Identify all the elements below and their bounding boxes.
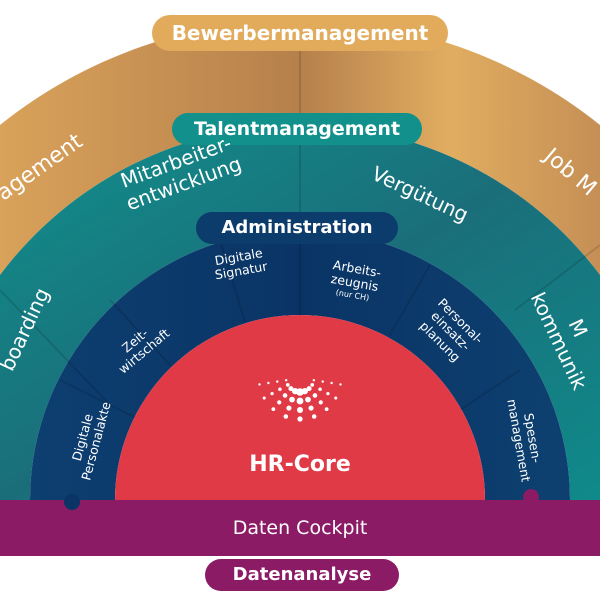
logo-dot [311,414,317,419]
talentmanagement-pill: Talentmanagement [172,113,422,145]
logo-dot [277,400,282,405]
logo-dot [270,391,274,396]
logo-dot [326,391,330,396]
hr-core-label: HR-Core [249,452,351,477]
logo-dot [339,383,342,386]
logo-dot [334,396,338,400]
logo-dot [267,381,270,385]
logo-dot [288,386,294,392]
logo-dot [296,397,304,405]
logo-dot [321,380,324,383]
logo-dot [318,400,323,405]
logo-dot [283,414,289,419]
middle-ring [0,124,600,500]
logo-dot [318,387,322,391]
administration-pill: Administration [196,212,398,244]
logo-dot [312,393,318,398]
connector-dot [523,489,539,505]
logo-dot [296,406,304,414]
outer-ring [0,19,600,276]
logo-dot [289,396,295,403]
logo-dot [297,416,303,422]
inner-ring [30,230,570,500]
logo-dot [282,393,288,398]
logo-dot [330,381,333,385]
logo-dot [305,396,311,403]
datenanalyse-pill: Datenanalyse [205,559,399,591]
logo-dot [324,407,329,412]
bewerbermanagement-pill: Bewerbermanagement [152,15,448,51]
logo-dot [285,382,290,387]
logo-dot [312,378,316,382]
dot-swirl-logo [258,378,342,422]
logo-dot [271,407,276,412]
logo-dot [276,380,279,383]
logo-dot [262,396,266,400]
daten-cockpit-bar [0,500,600,556]
logo-dot [310,382,315,387]
logo-dot [284,378,288,382]
logo-dot [286,405,292,411]
logo-dot [258,383,261,386]
logo-dot [306,386,312,392]
daten-cockpit-label: Daten Cockpit [232,517,368,539]
connector-dot [64,494,80,510]
logo-dot [308,405,314,411]
logo-dot [301,387,308,395]
logo-dot [278,387,282,391]
